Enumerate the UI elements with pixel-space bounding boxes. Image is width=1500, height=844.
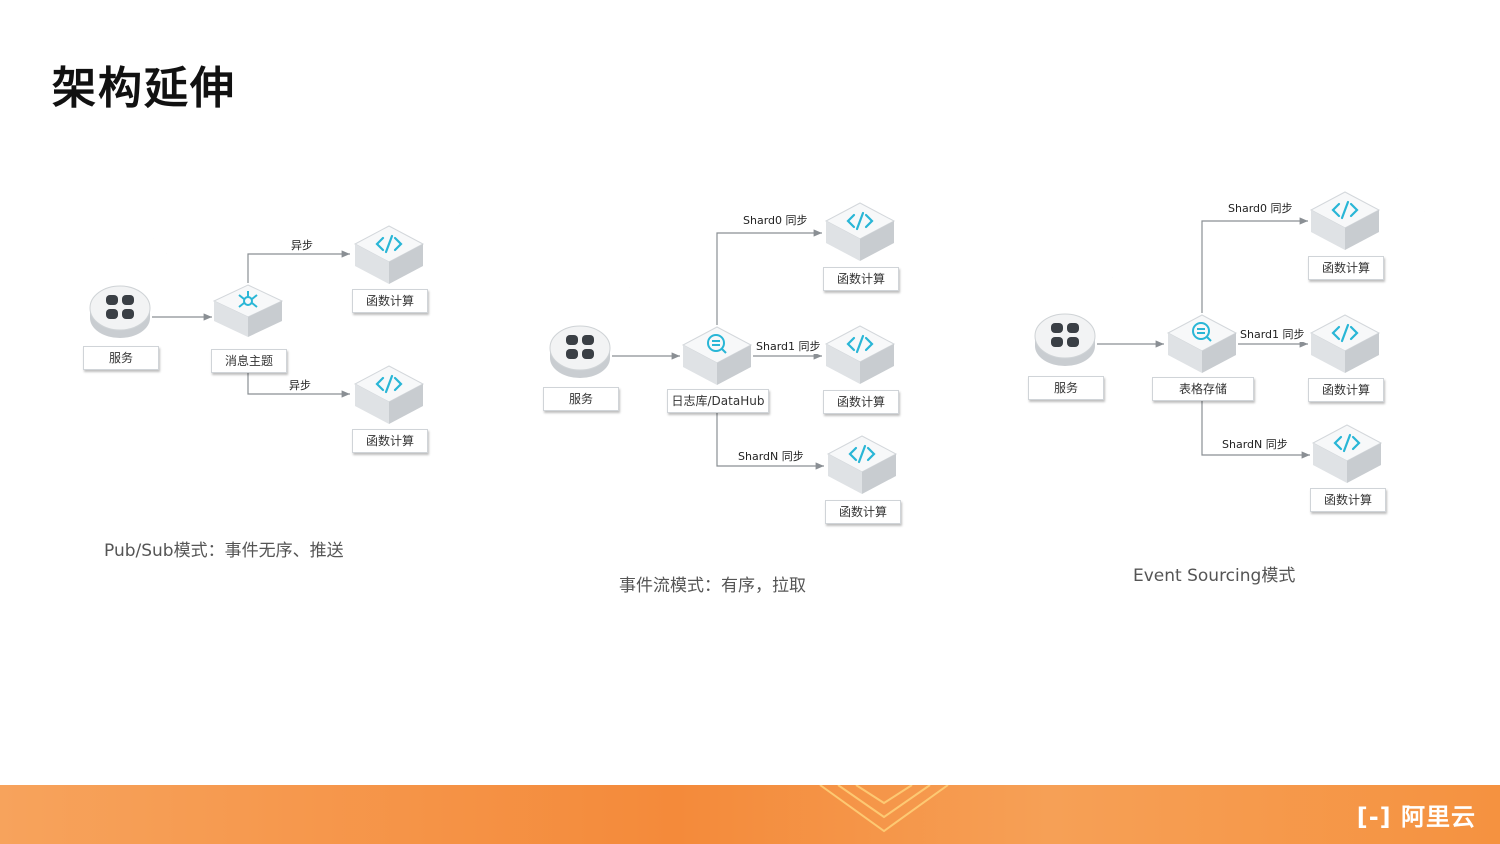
message-topic-icon xyxy=(212,283,284,339)
sourcing-caption: Event Sourcing模式 xyxy=(1133,566,1296,586)
pubsub-caption: Pub/Sub模式：事件无序、推送 xyxy=(104,541,344,561)
sourcing-edge-n-label: ShardN 同步 xyxy=(1222,438,1288,452)
stream-fc-0-label: 函数计算 xyxy=(823,267,899,291)
stream-fc-1-label: 函数计算 xyxy=(823,390,899,414)
function-compute-icon xyxy=(353,364,425,426)
sourcing-fc-n-label: 函数计算 xyxy=(1310,488,1386,512)
footer-chevron-decoration xyxy=(819,785,949,833)
service-node-icon xyxy=(88,282,152,342)
stream-edge-1-label: Shard1 同步 xyxy=(756,340,821,354)
pubsub-service-label: 服务 xyxy=(83,346,159,370)
function-compute-icon xyxy=(824,201,896,263)
pubsub-edge-top-label: 异步 xyxy=(291,239,313,253)
footer-bar: [-] 阿里云 xyxy=(0,785,1500,844)
function-compute-icon xyxy=(1311,423,1383,485)
function-compute-icon xyxy=(353,224,425,286)
log-store-label: 日志库/DataHub xyxy=(667,389,769,413)
function-compute-icon xyxy=(824,324,896,386)
pubsub-fc-top-label: 函数计算 xyxy=(352,289,428,313)
stream-service-label: 服务 xyxy=(543,387,619,411)
page-title: 架构延伸 xyxy=(52,63,236,114)
log-store-icon xyxy=(681,325,753,387)
service-node-icon xyxy=(548,322,612,382)
sourcing-edge-1-label: Shard1 同步 xyxy=(1240,328,1305,342)
stream-caption: 事件流模式：有序，拉取 xyxy=(619,576,806,596)
service-node-icon xyxy=(1033,310,1097,370)
pubsub-edge-bottom-label: 异步 xyxy=(289,379,311,393)
function-compute-icon xyxy=(826,434,898,496)
stream-edge-0-label: Shard0 同步 xyxy=(743,214,808,228)
sourcing-edge-0-label: Shard0 同步 xyxy=(1228,202,1293,216)
sourcing-fc-0-label: 函数计算 xyxy=(1308,256,1384,280)
sourcing-service-label: 服务 xyxy=(1028,376,1104,400)
aliyun-logo-icon: [-] xyxy=(1356,803,1392,831)
message-topic-label: 消息主题 xyxy=(211,349,287,373)
table-store-label: 表格存储 xyxy=(1152,377,1254,401)
stream-edge-n-label: ShardN 同步 xyxy=(738,450,804,464)
function-compute-icon xyxy=(1309,190,1381,252)
aliyun-logo: [-] 阿里云 xyxy=(1356,803,1476,831)
stream-fc-n-label: 函数计算 xyxy=(825,500,901,524)
sourcing-fc-1-label: 函数计算 xyxy=(1308,378,1384,402)
table-store-icon xyxy=(1166,313,1238,375)
pubsub-fc-bottom-label: 函数计算 xyxy=(352,429,428,453)
function-compute-icon xyxy=(1309,313,1381,375)
